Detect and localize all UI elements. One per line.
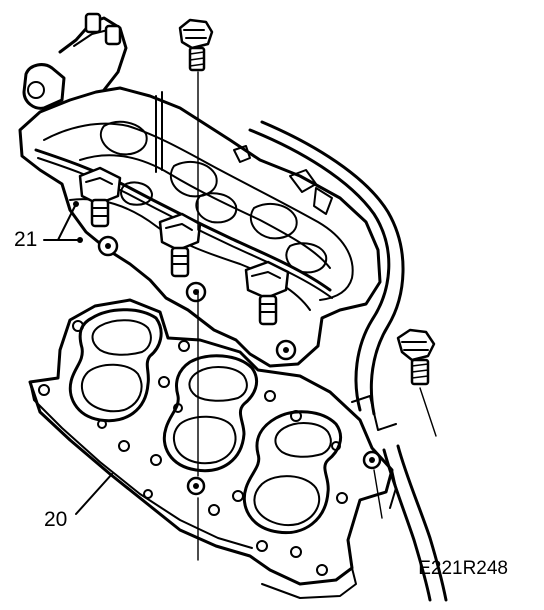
fuel-rail-assembly — [18, 12, 448, 602]
plate-bolt-holes — [38, 320, 382, 576]
fuel-injector-1 — [78, 166, 122, 257]
reference-code: E221R248 — [418, 558, 508, 579]
gasket-port-1 — [68, 308, 163, 423]
bolt-top — [178, 18, 214, 72]
gasket-port-2 — [162, 354, 258, 473]
gasket-port-3 — [242, 410, 342, 535]
bolt-guide-lines — [197, 71, 437, 561]
part-label-20: 20 — [44, 508, 68, 531]
leader-line-20 — [75, 473, 113, 515]
part-label-21: 21 — [14, 228, 38, 251]
bolt-right — [396, 328, 436, 386]
fuel-injector-2 — [158, 212, 207, 303]
lower-manifold-plate — [28, 298, 397, 599]
leader-line-21 — [43, 201, 83, 243]
fuel-injector-3 — [244, 260, 297, 361]
